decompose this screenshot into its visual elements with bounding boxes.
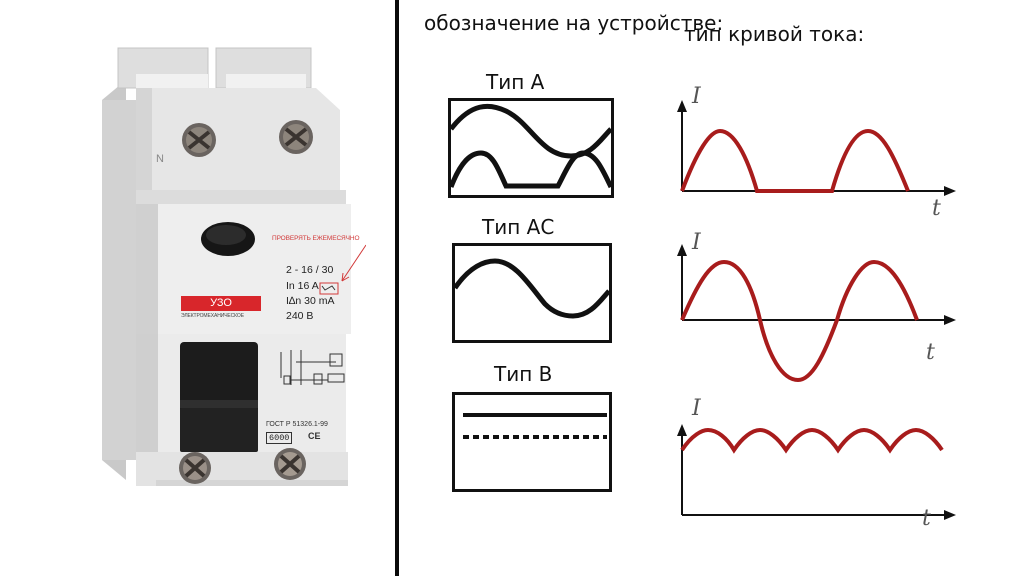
center-divider — [395, 0, 399, 576]
device-marking-header: обозначение на устройстве: — [424, 11, 724, 35]
test-monthly-warning: ПРОВЕРЯТЬ ЕЖЕМЕСЯЧНО — [272, 235, 360, 242]
current-waveform-header: тип кривой тока: — [684, 22, 865, 46]
type-a-symbol — [448, 98, 614, 198]
type-a-label: Тип А — [486, 70, 545, 94]
type-ac-label: Тип АС — [482, 215, 555, 239]
type-a-x-axis-label: t — [932, 196, 941, 221]
type-ac-symbol-icon — [455, 258, 609, 319]
type-a-symbol-icon — [451, 103, 611, 189]
type-b-symbol — [452, 392, 612, 492]
type-b-x-axis-label: t — [922, 506, 931, 531]
gost-standard: ГОСТ Р 51326.1-99 — [266, 421, 328, 428]
spec-model: 2 - 16 / 30 — [286, 264, 334, 276]
type-b-label: Тип В — [494, 362, 553, 386]
breaking-capacity-box: 6000 — [266, 432, 293, 444]
type-ac-waveform-graph — [677, 244, 956, 383]
type-b-symbol-icon — [463, 413, 607, 439]
type-a-waveform-graph — [677, 100, 956, 196]
spec-rated-current: In 16 A — [286, 280, 319, 292]
type-ac-y-axis-label: I — [692, 230, 701, 255]
rcd-body-shape — [102, 47, 366, 486]
ce-mark-icon: CE — [308, 431, 321, 441]
neutral-terminal-label: N — [156, 153, 164, 165]
type-ac-symbol — [452, 243, 612, 343]
uzo-subtitle: ЭЛЕКТРОМЕХАНИЧЕСКОЕ — [181, 313, 244, 319]
spec-residual-current: I∆n 30 mA — [286, 295, 335, 307]
uzo-type-label: УЗО — [181, 296, 261, 311]
spec-voltage: 240 В — [286, 310, 314, 322]
rcd-device-photo: N ПРОВЕРЯТЬ ЕЖЕМЕСЯЧНО 2 - 16 / 30 In 16… — [96, 40, 366, 520]
type-b-y-axis-label: I — [692, 396, 701, 421]
type-a-y-axis-label: I — [692, 84, 701, 109]
type-b-waveform-graph — [677, 424, 956, 520]
type-ac-x-axis-label: t — [926, 340, 935, 365]
